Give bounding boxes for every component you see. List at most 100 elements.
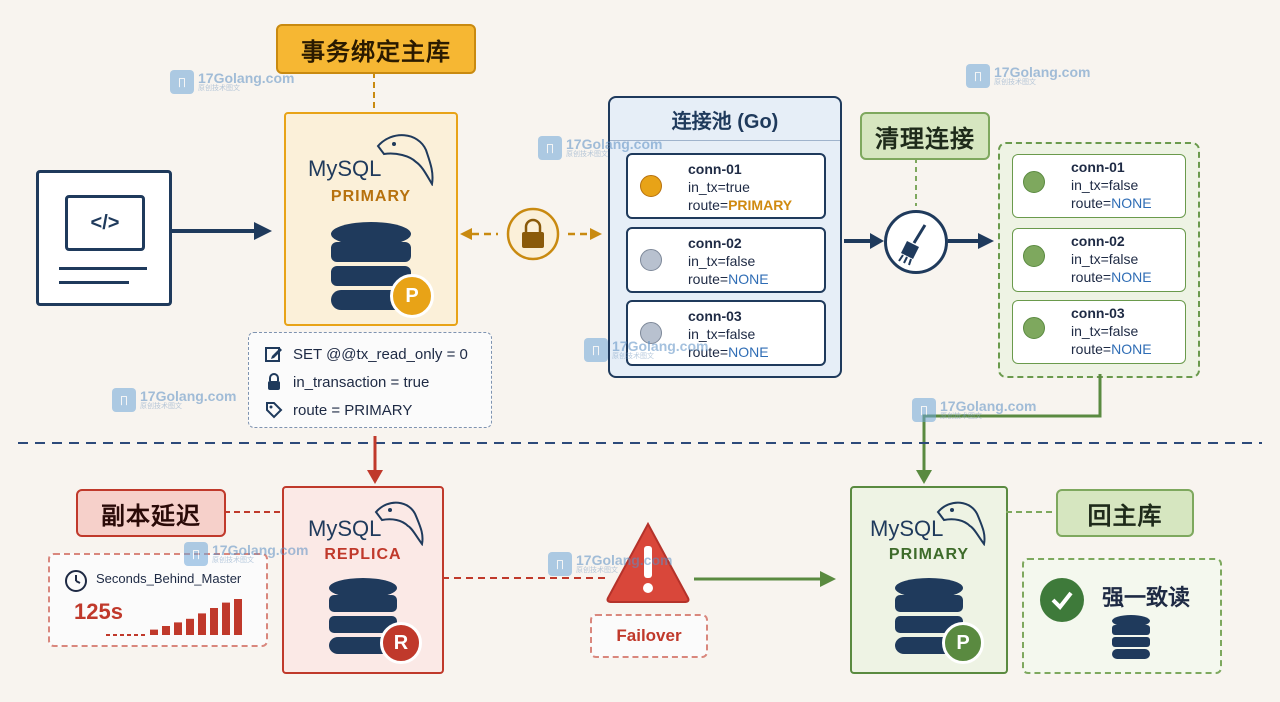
dolphin-icon	[376, 134, 434, 186]
tx-value: false	[1108, 251, 1139, 267]
watermark-logo-icon: ∏	[966, 64, 990, 88]
cleaned-pool-panel: conn-01 in_tx=false route=NONE conn-02 i…	[998, 142, 1200, 378]
tx-bind-primary-tag: 事务绑定主库	[276, 24, 476, 74]
watermark-text: 17Golang.com	[940, 398, 1037, 414]
arrow-failover-to-primary	[694, 571, 836, 587]
lag-metric-box: Seconds_Behind_Master 125s	[48, 553, 268, 647]
dolphin-icon	[936, 501, 986, 546]
lock-icon	[268, 373, 280, 390]
watermark-logo-icon: ∏	[538, 136, 562, 160]
tx-value: false	[1108, 177, 1139, 193]
clean-conn-03: conn-03 in_tx=false route=NONE	[1012, 300, 1186, 364]
pool-title: 连接池 (Go)	[610, 98, 840, 141]
arrow-pool-to-cleanup	[844, 233, 884, 249]
watermark-logo-icon: ∏	[584, 338, 608, 362]
watermark-text: 17Golang.com	[140, 388, 237, 404]
conn-name: conn-02	[1071, 233, 1125, 249]
prop-text: SET @@tx_read_only = 0	[293, 345, 468, 363]
strong-read-box: 强一致读	[1022, 558, 1222, 674]
watermark-text: 17Golang.com	[576, 552, 673, 568]
mysql-logo: MySQL	[870, 516, 944, 541]
tx-label: in_tx=	[1071, 323, 1109, 339]
route-value: NONE	[1111, 341, 1152, 357]
conn-name: conn-03	[1071, 305, 1125, 321]
watermark-text: 17Golang.com	[212, 542, 309, 558]
lag-bar	[234, 599, 242, 635]
replica-lag-tag: 副本延迟	[76, 489, 226, 537]
watermark-logo-icon: ∏	[170, 70, 194, 94]
tx-value: true	[725, 179, 750, 195]
database-icon	[331, 222, 411, 310]
lag-bar	[162, 626, 170, 635]
lag-bar	[186, 618, 194, 635]
database-icon	[1112, 615, 1150, 659]
tag-icon	[266, 402, 283, 419]
route-value: NONE	[728, 344, 769, 360]
primary-badge: P	[390, 274, 434, 318]
tx-value: false	[725, 253, 756, 269]
pool-conn-01: conn-01 in_tx=true route=PRIMARY	[626, 153, 826, 219]
conn-name: conn-03	[688, 308, 742, 324]
status-dot-idle	[640, 249, 662, 271]
arrow-to-replica	[367, 436, 383, 484]
client-app-window: </>	[36, 170, 172, 306]
tx-value: false	[725, 326, 756, 342]
watermark-logo-icon: ∏	[912, 398, 936, 422]
section-divider	[18, 442, 1262, 444]
watermark-sub: 原创技术图文	[140, 403, 182, 410]
lag-bar	[150, 629, 158, 635]
route-label: route=	[1071, 195, 1112, 211]
primary-db-card-bottom: MySQL PRIMARY P	[850, 486, 1008, 674]
primary-badge: P	[942, 622, 984, 664]
session-props-box: SET @@tx_read_only = 0 in_transaction = …	[248, 332, 492, 428]
watermark-text: 17Golang.com	[566, 136, 663, 152]
prop-in-transaction: in_transaction = true	[265, 373, 429, 391]
prop-route: route = PRIMARY	[265, 401, 412, 419]
conn-name: conn-02	[688, 235, 742, 251]
status-dot-active	[640, 175, 662, 197]
status-dot-idle	[640, 322, 662, 344]
watermark-sub: 原创技术图文	[940, 413, 982, 420]
db-role-label: PRIMARY	[330, 188, 412, 205]
replica-db-card: MySQL REPLICA R	[282, 486, 444, 674]
watermark-logo-icon: ∏	[548, 552, 572, 576]
dolphin-icon	[374, 501, 424, 546]
route-value: NONE	[1111, 269, 1152, 285]
mysql-logo: MySQL	[308, 156, 382, 181]
arrow-client-to-primary	[172, 222, 272, 240]
connector-dashed	[442, 577, 610, 579]
lock-bidirectional-link	[460, 207, 602, 261]
cleanup-tag: 清理连接	[860, 112, 990, 160]
text-line-icon	[59, 281, 129, 284]
watermark-sub: 原创技术图文	[994, 79, 1036, 86]
prop-text: route = PRIMARY	[293, 401, 413, 419]
prop-text: in_transaction = true	[293, 373, 430, 391]
strong-read-label: 强一致读	[1102, 585, 1191, 610]
lag-bar-chart	[106, 599, 242, 636]
tx-label: in_tx=	[1071, 177, 1109, 193]
lag-bar	[198, 613, 206, 635]
connector-dashed	[373, 72, 375, 112]
check-icon	[1040, 578, 1084, 622]
watermark-sub: 原创技术图文	[576, 567, 618, 574]
route-label: route=	[688, 344, 729, 360]
broom-icon	[884, 210, 948, 274]
watermark-logo-icon: ∏	[184, 542, 208, 566]
tx-label: in_tx=	[1071, 251, 1109, 267]
lag-metric-name: Seconds_Behind_Master	[96, 571, 242, 586]
status-dot-clean	[1023, 171, 1045, 193]
status-dot-clean	[1023, 245, 1045, 267]
route-label: route=	[688, 197, 729, 213]
watermark-text: 17Golang.com	[198, 70, 295, 86]
status-dot-clean	[1023, 317, 1045, 339]
route-value: NONE	[728, 271, 769, 287]
tx-value: false	[1108, 323, 1139, 339]
